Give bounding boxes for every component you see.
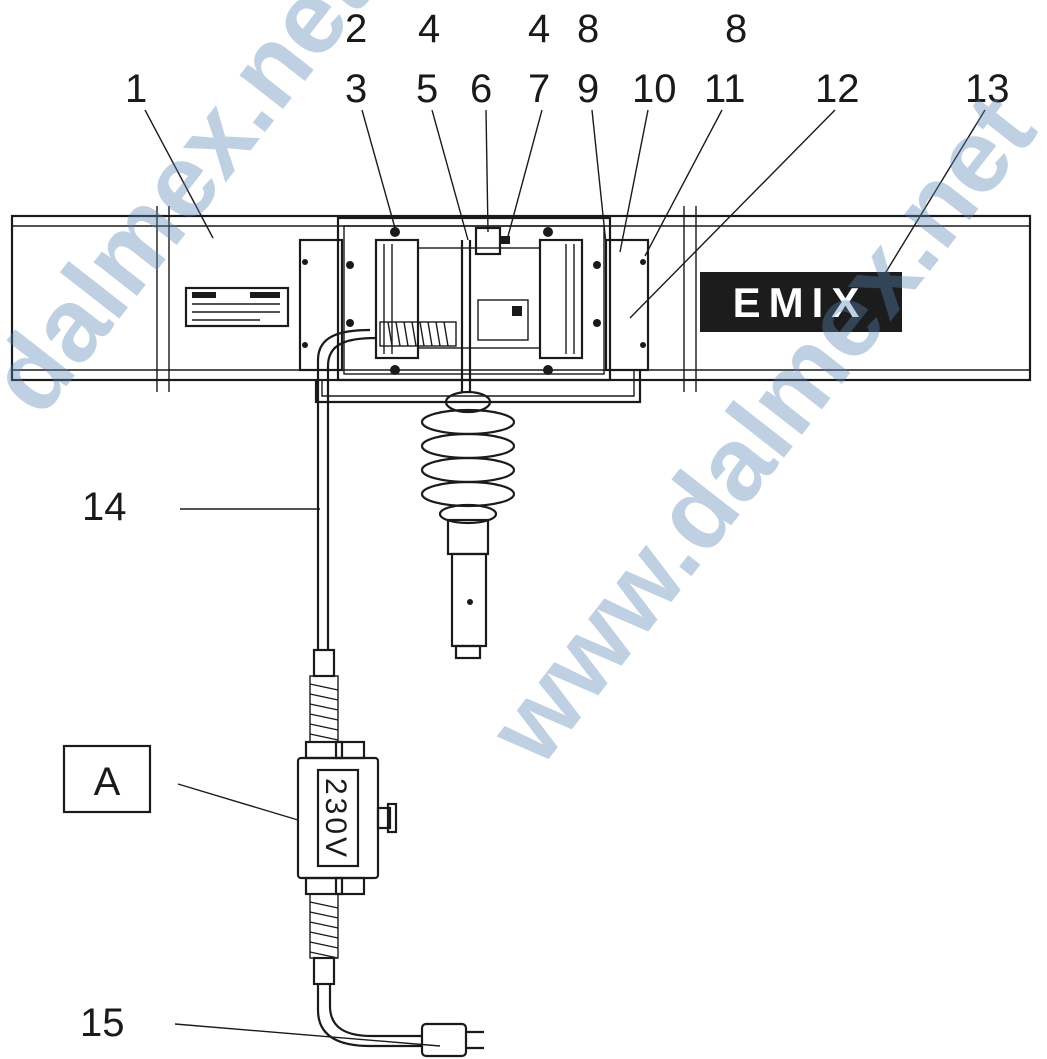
label-1: 1	[125, 67, 147, 111]
label-4a: 4	[418, 7, 440, 51]
nameplate	[184, 286, 290, 328]
label-9: 9	[577, 67, 599, 111]
brand-plate-text: EMIX	[733, 279, 868, 326]
label-5: 5	[416, 67, 438, 111]
break-mark-left	[156, 206, 170, 392]
label-13: 13	[965, 67, 1010, 111]
label-4b: 4	[528, 7, 550, 51]
brand-plate: EMIX	[700, 272, 902, 332]
lower-cable	[304, 876, 484, 1058]
label-11: 11	[704, 67, 746, 111]
voltage-label: 230V	[319, 778, 352, 860]
label-15: 15	[80, 1001, 125, 1045]
power-supply-box: 230V	[296, 740, 398, 896]
plug	[420, 1022, 484, 1058]
mounting-unit	[298, 216, 650, 404]
label-12: 12	[815, 67, 860, 111]
reference-box-a-label: A	[94, 760, 121, 804]
insulator	[420, 390, 516, 660]
label-14: 14	[82, 485, 127, 529]
label-10: 10	[632, 67, 677, 111]
watermark-right: www.dalmex.net	[466, 74, 1047, 785]
callout-labels: 2 4 4 8 8 1 3 5 6 7 9 10 11 12 13 14 15	[80, 7, 1010, 1045]
label-3: 3	[345, 67, 367, 111]
label-2: 2	[345, 7, 367, 51]
leader-lines	[144, 109, 986, 1047]
reference-box-a: A	[62, 744, 152, 814]
label-6: 6	[470, 67, 492, 111]
label-8b: 8	[725, 7, 747, 51]
break-mark-right	[683, 206, 697, 392]
label-7: 7	[528, 67, 550, 111]
strain-relief-spring	[379, 321, 457, 347]
watermarks: dalmex.net www.dalmex.net	[0, 0, 1047, 785]
bolts	[302, 227, 646, 375]
label-8a: 8	[577, 7, 599, 51]
cable-assembly	[304, 321, 457, 760]
